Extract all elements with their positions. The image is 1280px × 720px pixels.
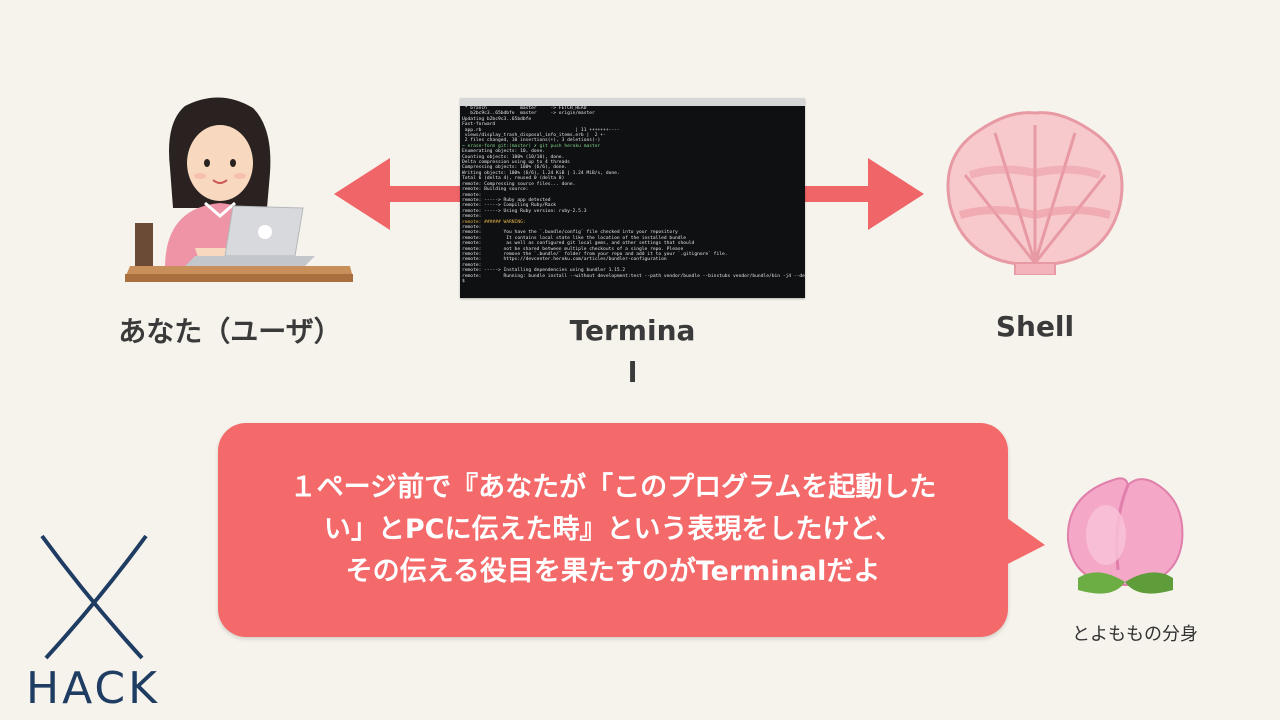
terminal-line: remote: -----> Ruby app detected — [462, 197, 551, 203]
terminal-line: remote: Building source: — [462, 187, 529, 193]
speech-line-2: い」とPCに伝えた時』という表現をしたけど、 — [323, 514, 903, 545]
terminal-line: $ — [462, 279, 465, 284]
shell-icon — [946, 111, 1124, 275]
terminal-line: remote: Running: bundle install --withou… — [462, 273, 805, 279]
speech-line-1: １ページ前で『あなたが「このプログラムを起動した — [289, 472, 937, 503]
shell-label: Shell — [995, 310, 1075, 343]
terminal-line: remote: You have the `.bundle/config` fi… — [462, 230, 678, 236]
user-label: あなた（ユーザ） — [118, 315, 342, 348]
terminal-line: Fast-forward — [462, 122, 496, 128]
terminal-line: b2bc9c3..65bdbfe master -> origin/master — [462, 111, 595, 117]
terminal-line: remote: -----> Compiling Ruby/Rack — [462, 203, 557, 209]
terminal-line: remote: — [462, 192, 482, 198]
terminal-window: tmux -- push Heroku master -- 138×45 * b… — [460, 98, 805, 298]
arrow-to-shell — [802, 158, 924, 230]
terminal-line: remote: as well as configured git local … — [462, 241, 695, 247]
terminal-line: * branch master -> FETCH_HEAD — [462, 106, 587, 111]
terminal-line: Delta compression using up to 4 threads — [462, 160, 570, 166]
terminal-line: remote: not be shared between multiple c… — [462, 246, 684, 252]
terminal-line: Compressing objects: 100% (6/6), done. — [462, 165, 568, 171]
terminal-title: tmux -- push Heroku master -- 138×45 — [578, 99, 687, 105]
terminal-line: remote: https://devcenter.heroku.com/art… — [462, 257, 667, 263]
logo-text: HACK — [26, 663, 160, 714]
speaker-caption: とよももの分身 — [1072, 624, 1198, 645]
terminal-output: * branch master -> FETCH_HEAD b2bc9c3..6… — [460, 106, 805, 284]
speech-bubble-tail — [1000, 513, 1045, 568]
terminal-line: views/display_trash_disposal_info_items.… — [462, 133, 606, 139]
terminal-line: remote: — [462, 224, 482, 230]
terminal-line: Updating b2bc9c3..65bdbfe — [462, 116, 532, 122]
peach-icon — [1066, 477, 1184, 594]
terminal-line: remote: Compressing source files... done… — [462, 181, 576, 187]
speech-line-3: その伝える役目を果たすのがTerminalだよ — [345, 556, 881, 587]
terminal-line: → erase-form git:(master) ✗ git push her… — [462, 143, 601, 149]
terminal-line: Enumerating objects: 10, done. — [462, 149, 545, 155]
terminal-line: remote: — [462, 262, 482, 268]
terminal-line: Total 6 (delta 4), reused 0 (delta 0) — [462, 176, 565, 182]
terminal-line: remote: remove the `.bundle/` folder fro… — [462, 251, 728, 257]
arrow-to-user — [334, 158, 464, 230]
terminal-line: remote: — [462, 214, 482, 220]
terminal-line: remote: -----> Installing dependencies u… — [462, 268, 626, 274]
x-hack-logo-icon — [40, 534, 148, 660]
person-at-laptop-icon — [125, 97, 353, 282]
terminal-line: Counting objects: 100% (10/10), done. — [462, 154, 565, 160]
terminal-line: remote: -----> Using Ruby version: ruby-… — [462, 208, 587, 214]
terminal-line: app.rb | 11 +++++++---- — [462, 127, 620, 133]
terminal-label: Terminal — [569, 314, 696, 389]
speech-bubble: １ページ前で『あなたが「このプログラムを起動した い」とPCに伝えた時』という表… — [218, 423, 1008, 637]
terminal-line: 2 files changed, 10 insertions(+), 3 del… — [462, 138, 601, 144]
terminal-line: remote: ###### WARNING: — [462, 219, 526, 225]
terminal-line: remote: It contains local state like the… — [462, 235, 687, 241]
terminal-line: Writing objects: 100% (6/6), 1.24 KiB | … — [462, 170, 620, 176]
speech-bubble-text: １ページ前で『あなたが「このプログラムを起動した い」とPCに伝えた時』という表… — [218, 467, 1008, 593]
